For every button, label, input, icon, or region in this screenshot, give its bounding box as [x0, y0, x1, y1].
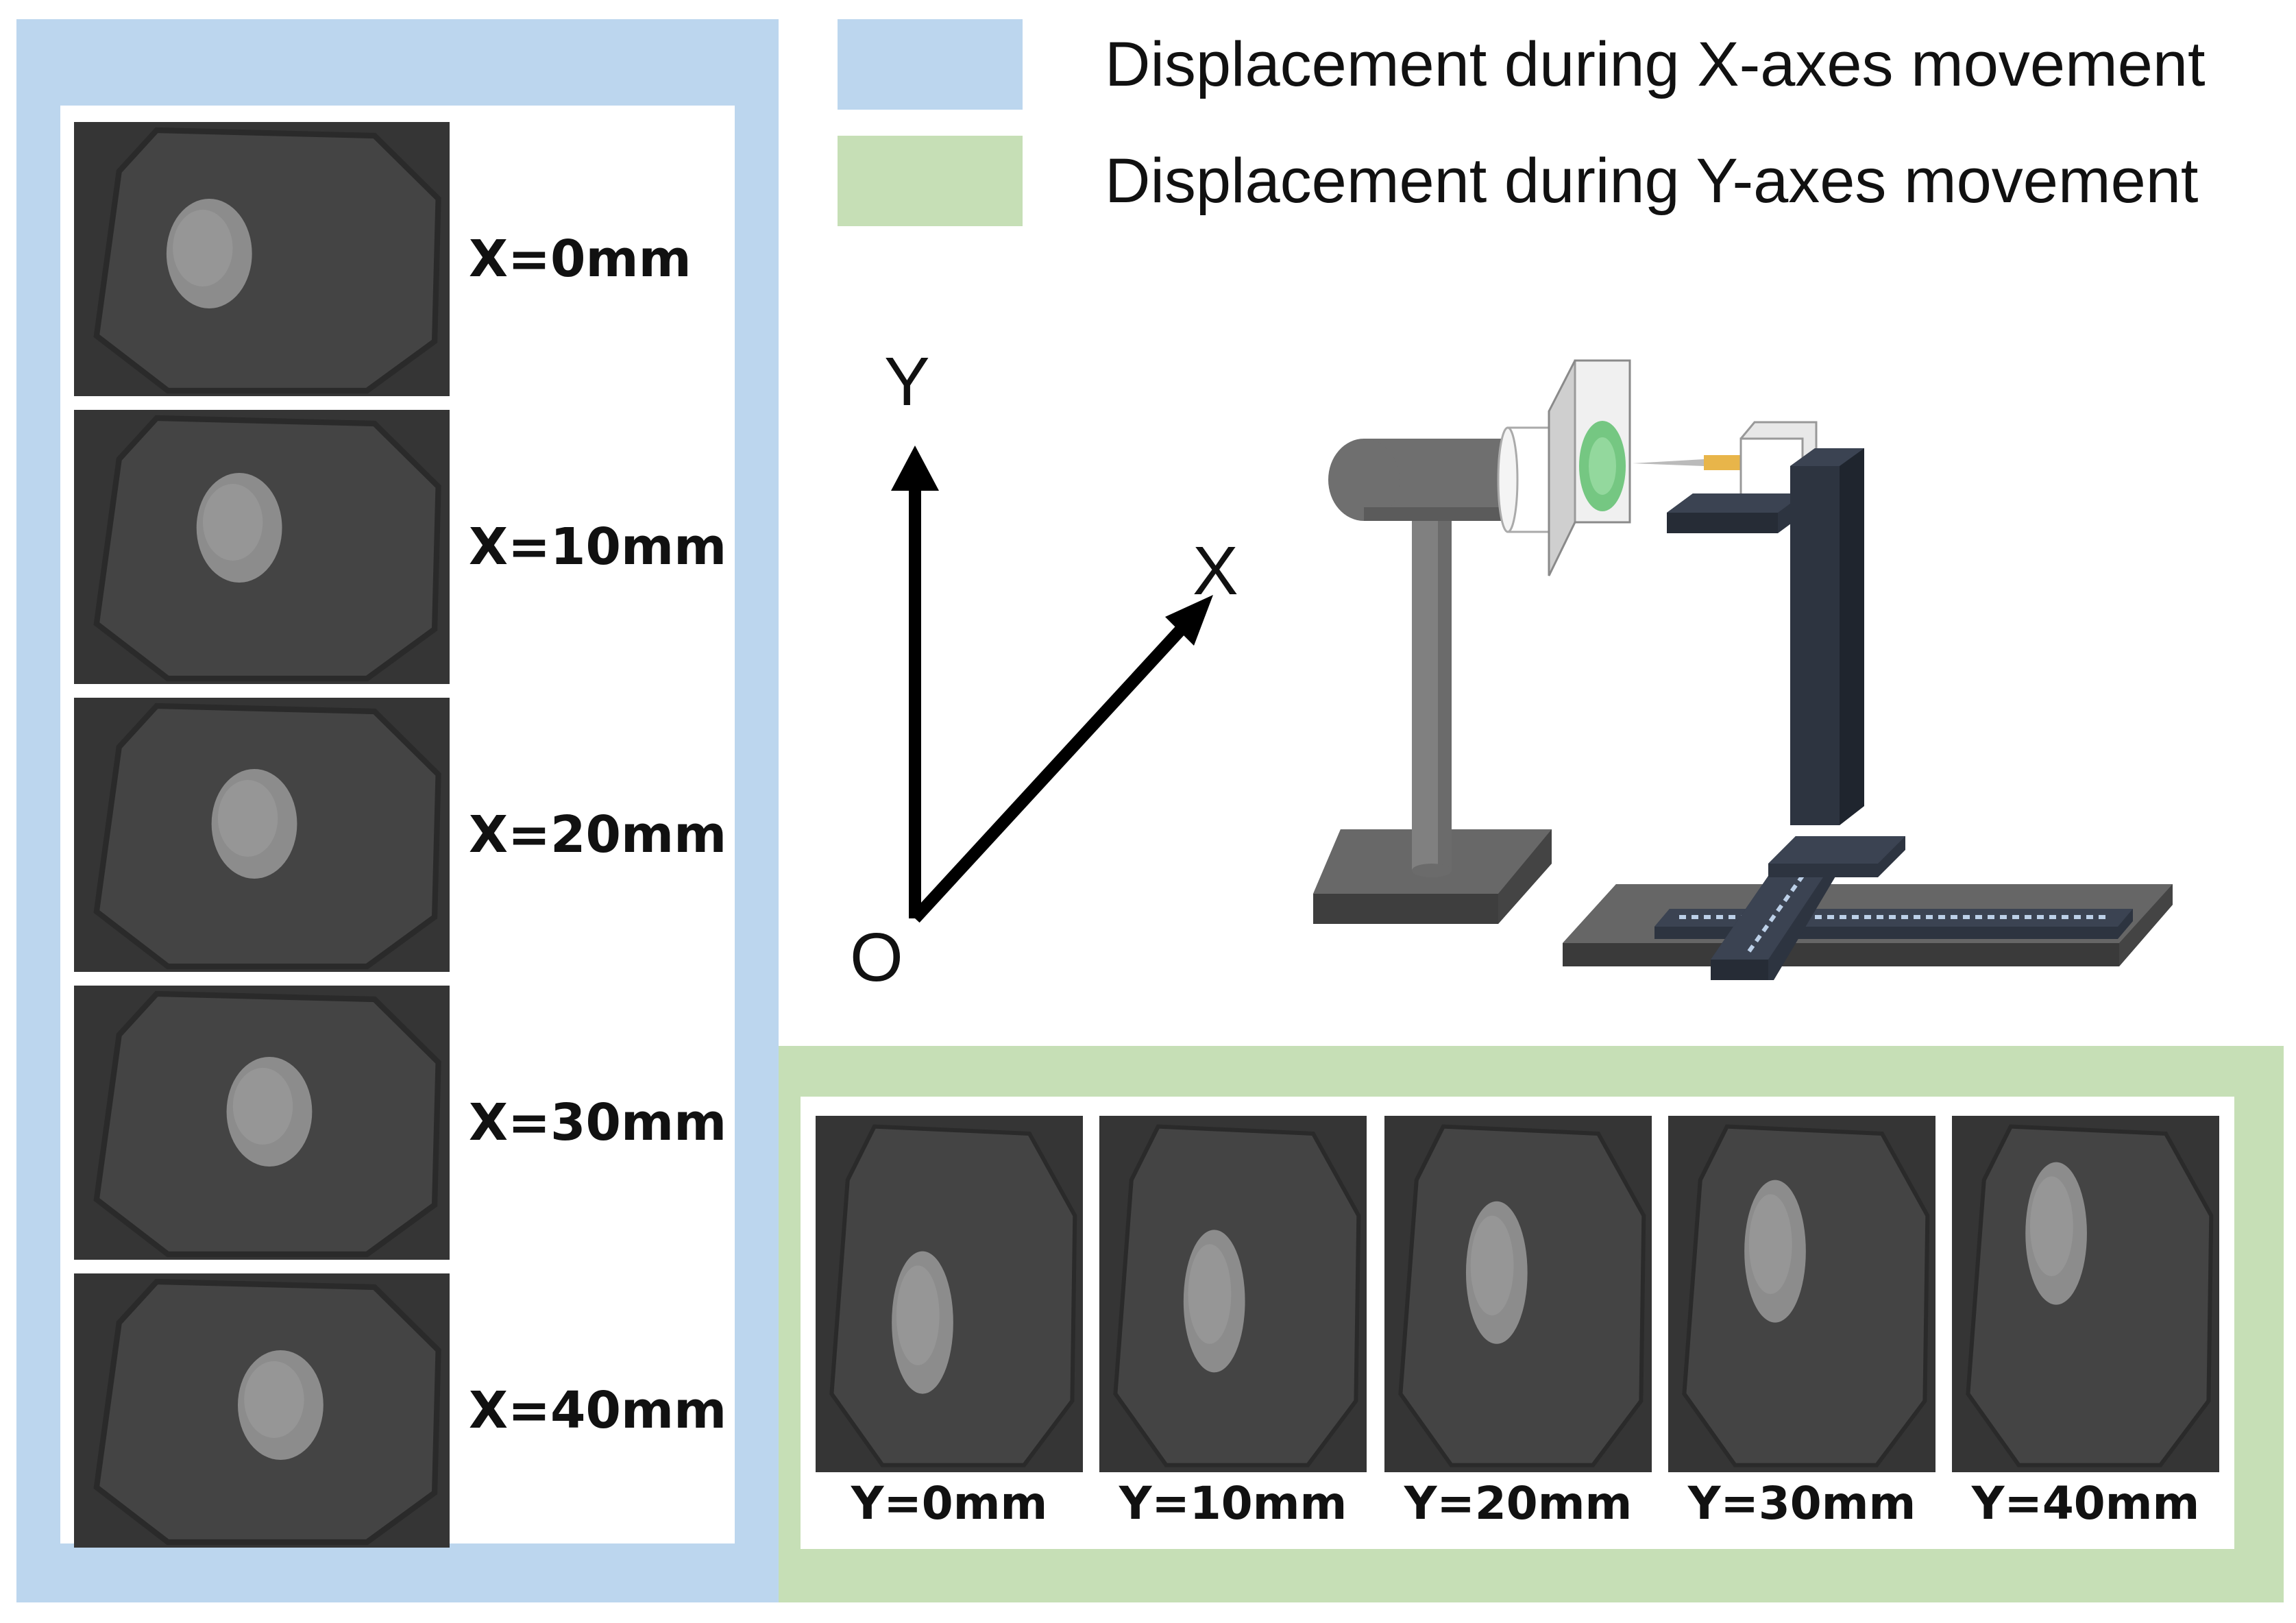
lens-aperture: [1682, 1124, 1930, 1467]
x-photo-2: [74, 698, 450, 972]
y-axis-panel-inner: Y=0mm Y=10mm Y=20mm Y=30mm Y=40mm: [801, 1097, 2234, 1549]
lens-aperture: [1966, 1124, 2214, 1467]
y-axis-arrowhead: [891, 446, 939, 491]
camera-frame: [74, 698, 450, 972]
y-photo-4: [1952, 1116, 2219, 1472]
x-axis-arrowhead: [1165, 595, 1213, 646]
light-spot-highlight: [232, 1068, 293, 1145]
x-axis-panel-inner: X=0mm X=10mm X=20mm X=30mm X=40mm: [60, 106, 735, 1548]
x-row-label: X=0mm: [469, 230, 692, 289]
y-cell-2: Y=20mm: [1384, 1116, 1652, 1534]
legend-y: Displacement during Y-axes movement: [838, 136, 2277, 226]
y-cell-1: Y=10mm: [1099, 1116, 1367, 1534]
camera-frame: [1668, 1116, 1935, 1472]
legend-x: Displacement during X-axes movement: [838, 19, 2277, 110]
axes-arrows: [891, 446, 1213, 923]
x-row-1: X=10mm: [60, 410, 735, 684]
y-photo-2: [1384, 1116, 1652, 1472]
light-spot-highlight: [244, 1361, 304, 1438]
legend-y-swatch: [838, 136, 1023, 226]
column-base: [1768, 836, 1905, 877]
light-spot-highlight: [202, 484, 263, 561]
y-cell-label: Y=10mm: [1119, 1476, 1347, 1530]
y-axis-label: Y: [884, 343, 930, 420]
y-axis-panel: Y=0mm Y=10mm Y=20mm Y=30mm Y=40mm: [779, 1046, 2284, 1602]
y-cell-label: Y=0mm: [851, 1476, 1048, 1530]
camera-frame: [816, 1116, 1083, 1472]
y-cell-4: Y=40mm: [1952, 1116, 2219, 1534]
y-photo-3: [1668, 1116, 1935, 1472]
light-spot-highlight: [1470, 1215, 1514, 1316]
camera-frame: [1952, 1116, 2219, 1472]
x-photo-3: [74, 986, 450, 1260]
x-rail: [1654, 909, 2133, 939]
apparatus-illustration: [1289, 343, 2179, 1001]
light-spot-highlight: [2029, 1176, 2073, 1276]
lens-aperture: [829, 1124, 1077, 1467]
x-axis-line: [910, 612, 1197, 923]
x-row-label: X=10mm: [469, 517, 727, 576]
x-photo-1: [74, 410, 450, 684]
right-stage-column: [1790, 448, 1864, 825]
camera-frame: [74, 1273, 450, 1548]
camera-frame: [1384, 1116, 1652, 1472]
legend-x-label: Displacement during X-axes movement: [1105, 29, 2206, 99]
y-cell-label: Y=30mm: [1687, 1476, 1916, 1530]
y-cell-label: Y=20mm: [1404, 1476, 1633, 1530]
right-stage-arm: [1667, 493, 1804, 533]
target-plate: [1548, 359, 1631, 576]
x-row-2: X=20mm: [60, 698, 735, 972]
light-spot-highlight: [896, 1265, 940, 1365]
x-row-0: X=0mm: [60, 122, 735, 396]
light-spot-highlight: [1748, 1194, 1792, 1294]
x-photo-4: [74, 1273, 450, 1548]
camera-frame: [1099, 1116, 1367, 1472]
x-row-4: X=40mm: [60, 1273, 735, 1548]
left-stand-post: [1412, 514, 1452, 877]
camera-frame: [74, 410, 450, 684]
x-axis-panel: X=0mm X=10mm X=20mm X=30mm X=40mm: [16, 19, 779, 1602]
legend-y-label: Displacement during Y-axes movement: [1105, 145, 2199, 216]
camera-frame: [74, 986, 450, 1260]
x-row-3: X=30mm: [60, 986, 735, 1260]
origin-label: O: [850, 919, 903, 996]
x-row-label: X=30mm: [469, 1093, 727, 1152]
light-spot-highlight: [173, 210, 233, 286]
x-axis-label: X: [1193, 533, 1238, 609]
coordinate-axes: Y X O: [836, 329, 1275, 1001]
y-photo-1: [1099, 1116, 1367, 1472]
y-cell-0: Y=0mm: [816, 1116, 1083, 1534]
lens-aperture: [93, 127, 441, 394]
light-spot-highlight: [217, 780, 278, 857]
x-row-label: X=20mm: [469, 805, 727, 864]
x-row-label: X=40mm: [469, 1381, 727, 1440]
y-photo-0: [816, 1116, 1083, 1472]
legend-x-swatch: [838, 19, 1023, 110]
x-photo-0: [74, 122, 450, 396]
y-cell-label: Y=40mm: [1971, 1476, 2200, 1530]
y-cell-3: Y=30mm: [1668, 1116, 1935, 1534]
optical-fiber: [1633, 455, 1742, 470]
light-spot-highlight: [1188, 1244, 1232, 1344]
camera-frame: [74, 122, 450, 396]
